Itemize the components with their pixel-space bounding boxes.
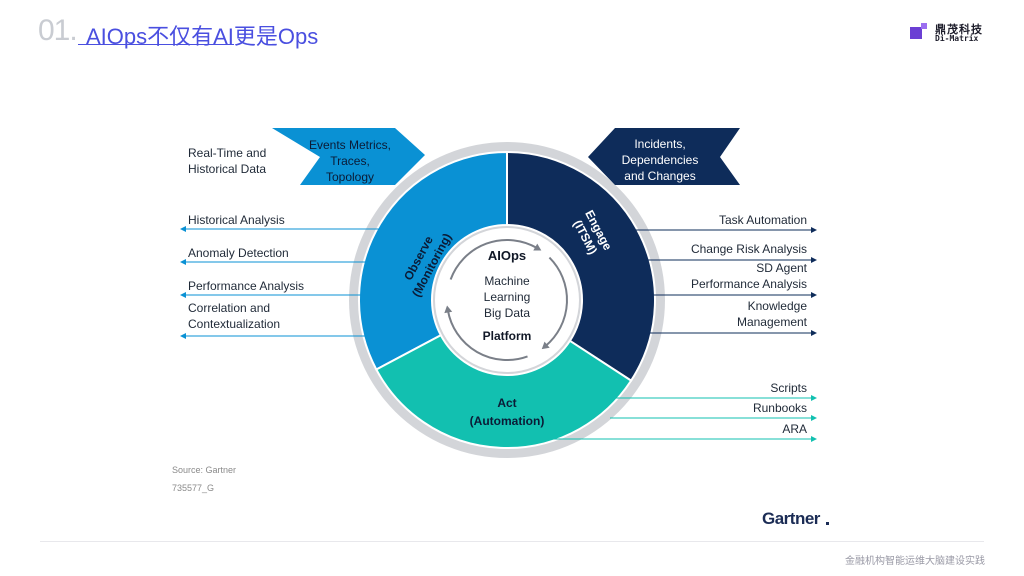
observe-sector [358, 150, 508, 371]
left-item-label: Performance Analysis [188, 279, 304, 293]
logo-text-en: Di-Matrix [935, 34, 979, 43]
right-item-label: Performance Analysis [691, 277, 807, 291]
observe-banner [272, 128, 425, 185]
right-item-label: Knowledge [748, 299, 808, 313]
logo-text-cn: 鼎茂科技 [935, 24, 983, 36]
act-arrowhead [811, 415, 817, 421]
right-item-label: Task Automation [719, 213, 807, 227]
engage-banner-text: Dependencies [622, 153, 699, 167]
left-item-label: Correlation and [188, 301, 270, 315]
source-note: Source: Gartner [172, 465, 237, 475]
left-arrowhead [180, 226, 186, 232]
act-arrowhead [811, 395, 817, 401]
act-item-label: Scripts [770, 381, 807, 395]
cycle-arrow-engage [544, 256, 568, 347]
right-item-label: Change Risk Analysis [691, 242, 807, 256]
footer-divider [40, 541, 984, 542]
right-arrowhead [811, 292, 817, 298]
act-label: Act [497, 396, 516, 410]
left-arrowhead [180, 333, 186, 339]
left-item-label: Anomaly Detection [188, 246, 289, 260]
logo-accent-icon [921, 23, 927, 29]
right-item-label: SD Agent [756, 261, 807, 275]
center-disk [435, 228, 579, 372]
cycle-arrow-act [446, 310, 528, 361]
act-sector [374, 333, 633, 449]
gartner-logo-dot [826, 522, 829, 525]
cycle-arrow-observe [449, 239, 538, 280]
arrowhead-engage [541, 341, 550, 350]
page-title: AIOps不仅有AI更是Ops [86, 24, 319, 49]
arrowhead-observe [533, 243, 542, 251]
section-number: 01. [38, 14, 78, 47]
right-arrowhead [811, 257, 817, 263]
observe-banner-text: Topology [326, 170, 374, 184]
source-data-label: Historical Data [188, 162, 266, 176]
left-arrowhead [180, 292, 186, 298]
left-arrowhead [180, 259, 186, 265]
right-item-label: Management [737, 315, 808, 329]
logo-mark-icon [910, 27, 922, 39]
engage-banner-text: and Changes [624, 169, 695, 183]
gartner-logo: Gartner [762, 509, 820, 528]
right-arrowhead [811, 227, 817, 233]
arrowhead-act [444, 305, 453, 314]
act-item-label: ARA [782, 422, 807, 436]
footer-text: 金融机构智能运维大脑建设实践 [845, 556, 985, 567]
engage-banner-text: Incidents, [634, 137, 685, 151]
engage-banner [588, 128, 740, 185]
center-line: Machine [484, 274, 530, 288]
act-item-label: Runbooks [753, 401, 807, 415]
observe-banner-text: Events Metrics, [309, 138, 391, 152]
title-underline [78, 44, 234, 45]
act-arrowhead [811, 436, 817, 442]
observe-banner-text: Traces, [330, 154, 370, 168]
right-arrowhead [811, 330, 817, 336]
left-item-label: Contextualization [188, 317, 280, 331]
act-sub-label: (Automation) [470, 414, 545, 428]
center-line: Big Data [484, 306, 530, 320]
source-data-label: Real-Time and [188, 146, 266, 160]
center-footer: Platform [483, 329, 532, 343]
center-line: Learning [484, 290, 531, 304]
left-item-label: Historical Analysis [188, 213, 285, 227]
center-title: AIOps [488, 248, 526, 263]
figure-code: 735577_G [172, 483, 215, 493]
engage-sector [506, 150, 656, 382]
